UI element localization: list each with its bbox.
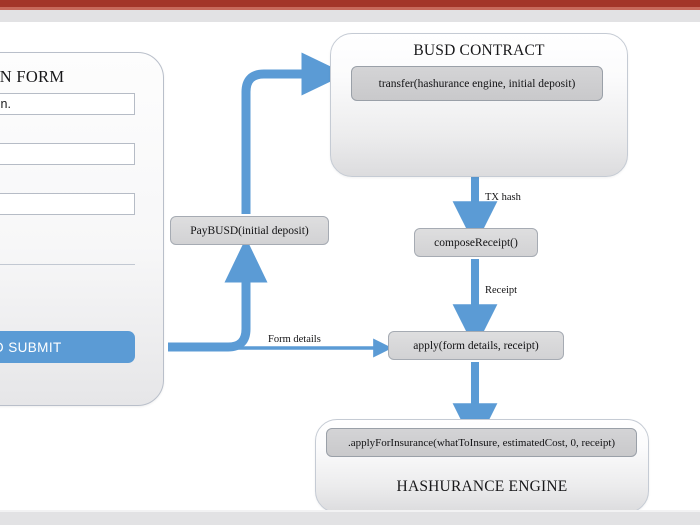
node-compose-receipt[interactable]: composeReceipt() [414,228,538,257]
bottom-band-divider [0,510,700,512]
arrow-form-to-paybusd [168,237,268,352]
deposit-amount-input[interactable]: D [0,243,135,265]
hashurance-engine-title: HASHURANCE ENGINE [396,478,568,495]
edge-label-receipt: Receipt [485,285,518,296]
busd-contract-title: BUSD CONTRACT [413,42,545,59]
top-accent-bar-highlight [0,7,700,10]
node-apply-for-insurance[interactable]: .applyForInsurance(whatToInsure, estimat… [326,428,637,457]
edge-label-tx-hash: TX hash [485,192,521,203]
node-apply[interactable]: apply(form details, receipt) [388,331,564,360]
node-transfer[interactable]: transfer(hashurance engine, initial depo… [351,66,603,101]
node-paybusd[interactable]: PayBUSD(initial deposit) [170,216,329,245]
form-title: ION FORM [0,67,65,86]
top-gray-band [0,10,700,22]
busd-contract-container: BUSD CONTRACT [330,33,628,177]
estimated-cost-input[interactable] [0,143,135,165]
application-form-panel: ION FORM 11Pro max screen. onths. D AND … [0,52,164,406]
what-to-insure-input[interactable]: 11Pro max screen. [0,93,135,115]
top-accent-bar [0,0,700,7]
bottom-gray-band [0,512,700,525]
edge-label-form-details: Form details [268,334,321,345]
duration-input[interactable]: onths. [0,193,135,215]
arrow-paybusd-to-busd [241,52,347,214]
pay-and-submit-button[interactable]: AND SUBMIT [0,331,135,363]
